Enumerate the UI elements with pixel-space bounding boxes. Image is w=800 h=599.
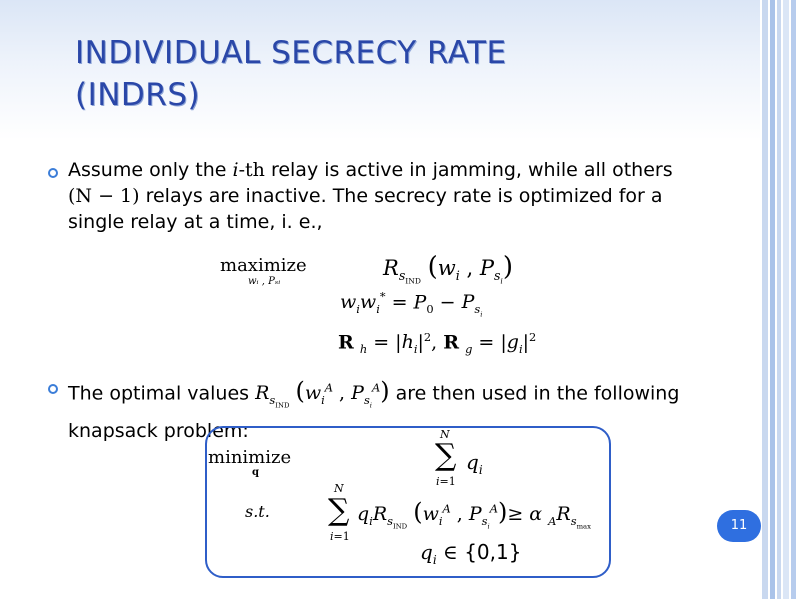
bullet-icon: [48, 168, 58, 178]
objective-1: RsIND (wi , Psi): [383, 252, 513, 286]
bullet-1-text: Assume only the i-th relay is active in …: [68, 157, 708, 235]
sum2-sign: ∑: [328, 493, 350, 528]
bullet-icon: [48, 384, 58, 394]
header-gradient: [0, 0, 760, 140]
bullet-2-part: knapsack problem:: [68, 420, 249, 443]
constraint-2: qiRsIND (wiA , PsiA)≥ α ARsmax: [357, 498, 591, 531]
bullet-2-part: The optimal values: [68, 382, 256, 405]
objective-2: qi: [466, 450, 483, 477]
title-line-1: INDIVIDUAL SECRECY RATE: [75, 35, 507, 71]
optimal-values-expr: RsIND (wiA , PsiA): [255, 377, 390, 410]
bullet-1-part: Assume only the: [68, 159, 233, 181]
constraint-3: qi ∈ {0,1}: [420, 540, 522, 567]
bullet-1-part: relays are inactive. The secrecy rate is…: [139, 185, 663, 207]
minimize-label: minimize: [208, 447, 292, 468]
sum-sign: ∑: [435, 438, 457, 473]
title-line-2: (INDRS): [75, 77, 201, 113]
constraint-1: wiwi* = P0 − Psi: [340, 290, 483, 319]
st-label: s.t.: [245, 502, 270, 521]
bullet-2-text: The optimal values RsIND (wiA , PsiA) ar…: [68, 375, 708, 444]
sum-lower: i=1: [436, 475, 456, 488]
maximize-label: maximize: [220, 255, 307, 276]
channel-definitions: R h = |hi|2, R g = |gi|2: [338, 330, 537, 357]
sum2-upper: N: [334, 482, 344, 495]
bullet-1-part: relay is active in jamming, while all ot…: [264, 159, 673, 181]
th-suffix: -th: [238, 159, 265, 181]
bullet-2-part: are then used in the following: [389, 382, 680, 405]
slide-title: INDIVIDUAL SECRECY RATE (INDRS): [75, 32, 715, 116]
minimize-subscript: q: [252, 467, 259, 478]
sum-upper: N: [440, 428, 450, 441]
n-minus-one: (N − 1): [68, 185, 140, 207]
page-number-badge: 11: [717, 510, 761, 542]
bullet-1-part: single relay at a time, i. e.,: [68, 211, 323, 233]
sum2-lower: i=1: [330, 530, 350, 543]
index-i: i: [232, 159, 239, 181]
knapsack-box: [205, 426, 611, 578]
maximize-subscript: wᵢ , Pₛᵢ: [248, 276, 281, 287]
